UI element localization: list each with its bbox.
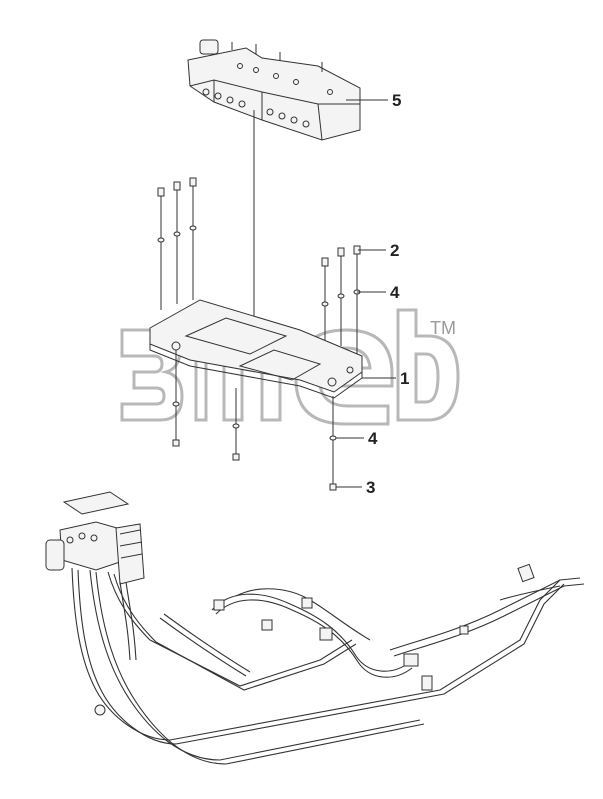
right-bolts: [321, 245, 361, 372]
left-bolts: [157, 177, 197, 310]
callout-2: 2: [390, 241, 399, 260]
hose-harness-assembly: [45, 491, 585, 765]
lower-bolts: [172, 350, 337, 491]
callout-5: 5: [392, 91, 401, 110]
callout-4-lower: 4: [368, 429, 378, 448]
callout-1: 1: [400, 369, 409, 388]
control-valve-block: [187, 39, 361, 141]
callout-leaders: [336, 99, 396, 488]
trademark-label: TM: [430, 318, 456, 338]
callout-4-upper: 4: [390, 283, 400, 302]
callout-3: 3: [366, 478, 375, 497]
mounting-plate: [149, 299, 363, 399]
